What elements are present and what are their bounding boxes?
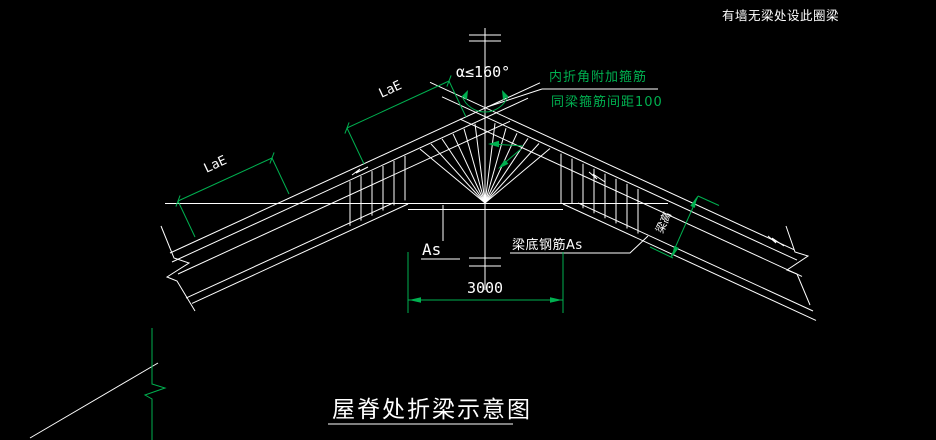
stirrups-right <box>560 153 639 234</box>
wall-centerline-with-break <box>143 328 167 440</box>
leader-lines <box>421 88 658 260</box>
anchorage-dim-left <box>175 152 290 238</box>
ridge-width-dimension <box>407 252 564 313</box>
bottom-left-wall-line <box>29 362 159 439</box>
ridge-bottom-lines <box>165 203 668 210</box>
hoop-note-line2: 同梁箍筋间距100 <box>551 94 663 110</box>
angle-arc <box>461 90 509 113</box>
hoop-note-line1: 内折角附加箍筋 <box>549 69 647 85</box>
right-beam-lines <box>429 81 817 321</box>
ridge-centerline <box>469 28 501 290</box>
break-symbol-left <box>160 225 196 312</box>
anchorage-label-left: LaE <box>202 153 230 177</box>
stirrups-left <box>349 155 406 226</box>
angle-label: α≤160° <box>456 63 510 81</box>
drawing-title: 屋脊处折梁示意图 <box>332 397 532 423</box>
anchorage-dim-upper <box>344 75 467 165</box>
beam-depth-dimension <box>649 195 720 259</box>
anchorage-label-upper: LaE <box>377 78 405 102</box>
break-symbol-right <box>785 225 811 306</box>
rebar-end-marks <box>351 166 785 247</box>
top-right-note: 有墙无梁处设此圈梁 <box>722 8 839 23</box>
bottom-rebar-short-label: As <box>422 240 441 259</box>
beam-depth-label: 梁高 <box>652 209 674 235</box>
bottom-rebar-label: 梁底钢筋As <box>512 237 583 253</box>
ridge-width-value: 3000 <box>467 279 503 297</box>
fan-stirrups <box>419 123 551 204</box>
stirrup-pointer-arrows <box>488 140 524 169</box>
